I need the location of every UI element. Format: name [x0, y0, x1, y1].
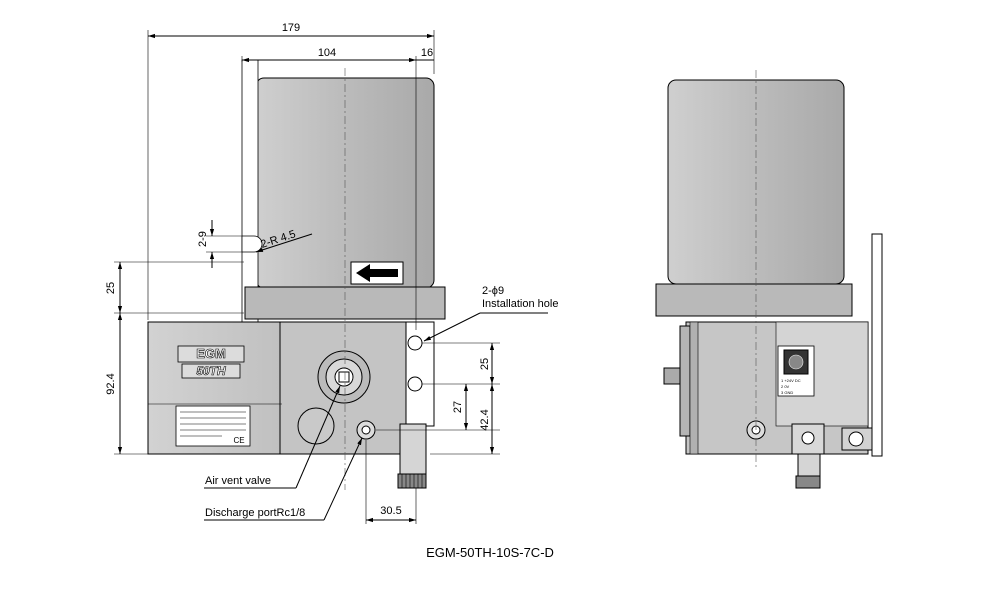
dim-handle-width: 104 — [318, 47, 336, 59]
callouts: 2-ϕ9 Installation hole Air vent valve Di… — [204, 285, 558, 521]
air-vent-label: Air vent valve — [205, 475, 271, 487]
dim-base-height: 92.4 — [105, 373, 117, 394]
dim-hole-pitch: 25 — [479, 358, 491, 370]
sight-plug — [297, 407, 335, 445]
terminal-3: 3 GND — [781, 390, 793, 395]
side-outlet-knurl — [795, 475, 821, 489]
brand-line1: EGM — [196, 346, 226, 361]
side-body-left — [679, 325, 691, 437]
side-flange — [655, 283, 853, 317]
dimension-lines: 179 104 16 2-9 2-R 4.5 25 92.4 25 27 — [105, 22, 500, 524]
install-hole-label: Installation hole — [482, 298, 558, 310]
front-view: EGM 50TH CE — [147, 59, 446, 490]
outlet-knurl — [397, 473, 427, 489]
dim-port-height: 42.4 — [479, 409, 491, 430]
terminal-1: 1 +24V DC — [781, 378, 801, 383]
brand-logo: EGM 50TH — [177, 345, 245, 379]
install-hole-upper — [407, 335, 423, 351]
brand-line2: 50TH — [196, 364, 226, 378]
dim-hole-offset: 27 — [452, 401, 464, 413]
outlet-fitting — [399, 423, 427, 475]
side-bracket — [871, 233, 883, 457]
dim-slot-width: 2-9 — [197, 231, 209, 247]
dim-overall-width: 179 — [282, 22, 300, 34]
dim-slot-height: 25 — [105, 282, 117, 294]
nameplate: CE — [175, 405, 251, 447]
terminal-2: 2 0V — [781, 384, 790, 389]
direction-arrow-icon — [356, 264, 398, 282]
model-caption: EGM-50TH-10S-7C-D — [426, 545, 554, 560]
dim-port-offset: 30.5 — [380, 505, 401, 517]
side-outlet-nozzle — [797, 453, 821, 477]
dim-side-offset: 16 — [421, 47, 433, 59]
side-grease-nipple — [663, 367, 681, 385]
install-hole-qty: 2-ϕ9 — [482, 285, 504, 297]
side-view: 1 +24V DC 2 0V 3 GND — [655, 70, 883, 489]
bracket-slot — [241, 235, 263, 253]
discharge-port-label: Discharge portRc1/8 — [205, 507, 305, 519]
ce-mark: CE — [233, 436, 244, 445]
install-hole-lower — [407, 376, 423, 392]
